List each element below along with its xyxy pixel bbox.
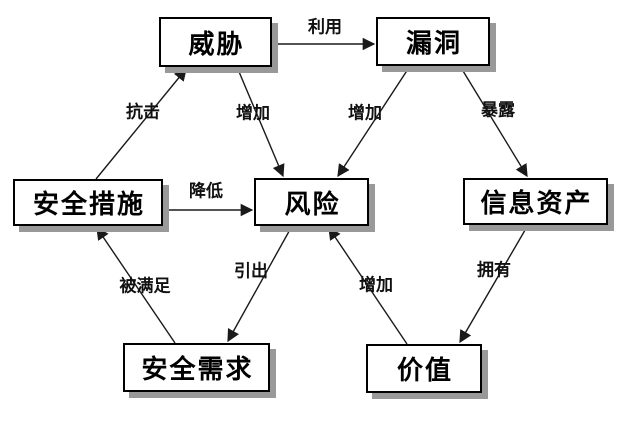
edge-arrow-satisfied-by xyxy=(96,226,176,344)
node-security-requirements: 安全需求 xyxy=(123,343,270,392)
node-label-vulnerability: 漏洞 xyxy=(405,29,462,59)
edge-arrow-own xyxy=(459,224,529,344)
node-value: 价值 xyxy=(366,344,482,393)
edge-label-reduce: 降低 xyxy=(189,181,223,202)
edge-label-own: 拥有 xyxy=(477,260,511,281)
edge-label-derive: 引出 xyxy=(234,261,268,282)
edge-arrow-increase-from-value xyxy=(328,226,408,345)
node-risk: 风险 xyxy=(254,178,369,226)
edge-arrow-increase-from-threat xyxy=(236,66,285,178)
edge-label-increase-from-vuln: 增加 xyxy=(348,103,382,124)
edge-arrow-expose xyxy=(459,65,528,178)
node-label-value: 价值 xyxy=(396,356,453,386)
node-safeguards: 安全措施 xyxy=(13,179,163,226)
node-threat: 威胁 xyxy=(159,17,272,67)
node-label-info-assets: 信息资产 xyxy=(480,189,593,219)
edge-arrow-derive xyxy=(227,225,293,343)
edge-arrow-increase-from-vuln xyxy=(337,65,411,178)
edge-label-increase-from-threat: 增加 xyxy=(236,103,270,124)
node-vulnerability: 漏洞 xyxy=(376,17,490,66)
edge-arrow-counter xyxy=(95,68,187,180)
edge-label-increase-from-value: 增加 xyxy=(359,275,393,296)
node-label-threat: 威胁 xyxy=(188,29,245,60)
edge-label-exploit: 利用 xyxy=(308,17,342,38)
edge-label-expose: 暴露 xyxy=(481,100,515,121)
node-info-assets: 信息资产 xyxy=(463,178,608,225)
node-label-security-requirements: 安全需求 xyxy=(141,355,254,385)
edge-label-counter: 抗击 xyxy=(126,102,160,123)
node-label-risk: 风险 xyxy=(284,189,341,220)
edge-label-satisfied-by: 被满足 xyxy=(119,276,171,297)
node-label-safeguards: 安全措施 xyxy=(32,190,145,220)
